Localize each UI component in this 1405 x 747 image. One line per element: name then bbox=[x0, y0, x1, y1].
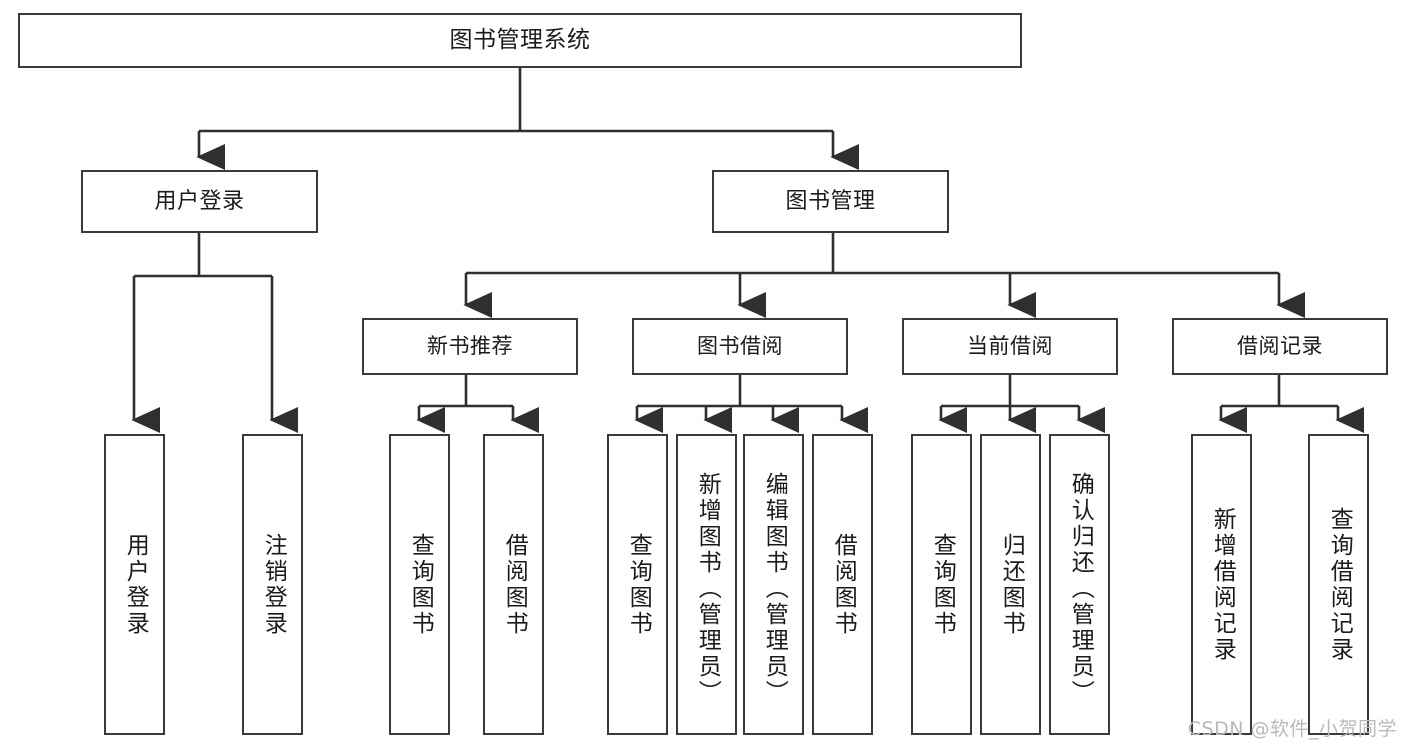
node-label: 编辑图书（管理员） bbox=[761, 471, 788, 706]
leaf-query-book-recommend[interactable]: 查询图书 bbox=[389, 434, 450, 735]
node-label: 注销登录 bbox=[260, 532, 287, 637]
node-label: 新增借阅记录 bbox=[1209, 506, 1236, 663]
node-label: 查询借阅记录 bbox=[1326, 506, 1353, 663]
leaf-query-borrow-record[interactable]: 查询借阅记录 bbox=[1308, 434, 1369, 735]
leaf-logout[interactable]: 注销登录 bbox=[242, 434, 303, 735]
node-book-management[interactable]: 图书管理 bbox=[712, 170, 949, 233]
node-label: 当前借阅 bbox=[967, 334, 1053, 359]
node-label: 图书管理系统 bbox=[449, 26, 591, 53]
leaf-borrow-book-recommend[interactable]: 借阅图书 bbox=[483, 434, 544, 735]
node-label: 查询图书 bbox=[929, 532, 956, 637]
node-book-borrow[interactable]: 图书借阅 bbox=[632, 318, 848, 375]
leaf-user-login[interactable]: 用户登录 bbox=[104, 434, 165, 735]
node-current-borrow[interactable]: 当前借阅 bbox=[902, 318, 1118, 375]
leaf-add-borrow-record[interactable]: 新增借阅记录 bbox=[1191, 434, 1252, 735]
node-label: 用户登录 bbox=[122, 532, 149, 637]
node-borrow-record[interactable]: 借阅记录 bbox=[1172, 318, 1388, 375]
watermark-text: CSDN @软件_小贺同学 bbox=[1187, 718, 1397, 740]
node-book-management-system[interactable]: 图书管理系统 bbox=[18, 13, 1022, 68]
node-label: 确认归还（管理员） bbox=[1067, 471, 1094, 706]
node-label: 借阅图书 bbox=[830, 532, 857, 637]
node-label: 借阅图书 bbox=[501, 532, 528, 637]
leaf-return-book[interactable]: 归还图书 bbox=[980, 434, 1041, 735]
node-user-login[interactable]: 用户登录 bbox=[81, 170, 318, 233]
node-label: 借阅记录 bbox=[1237, 334, 1323, 359]
node-label: 查询图书 bbox=[625, 532, 652, 637]
leaf-query-book-current[interactable]: 查询图书 bbox=[911, 434, 972, 735]
leaf-borrow-book[interactable]: 借阅图书 bbox=[812, 434, 873, 735]
node-label: 用户登录 bbox=[154, 188, 245, 214]
node-label: 新增图书（管理员） bbox=[694, 471, 721, 706]
leaf-add-book-admin[interactable]: 新增图书（管理员） bbox=[676, 434, 737, 735]
leaf-confirm-return-admin[interactable]: 确认归还（管理员） bbox=[1049, 434, 1110, 735]
leaf-query-book-borrow[interactable]: 查询图书 bbox=[607, 434, 668, 735]
node-new-book-recommend[interactable]: 新书推荐 bbox=[362, 318, 578, 375]
node-label: 查询图书 bbox=[407, 532, 434, 637]
node-label: 新书推荐 bbox=[427, 334, 513, 359]
leaf-edit-book-admin[interactable]: 编辑图书（管理员） bbox=[743, 434, 804, 735]
node-label: 归还图书 bbox=[998, 532, 1025, 637]
node-label: 图书借阅 bbox=[697, 334, 783, 359]
node-label: 图书管理 bbox=[785, 188, 876, 214]
